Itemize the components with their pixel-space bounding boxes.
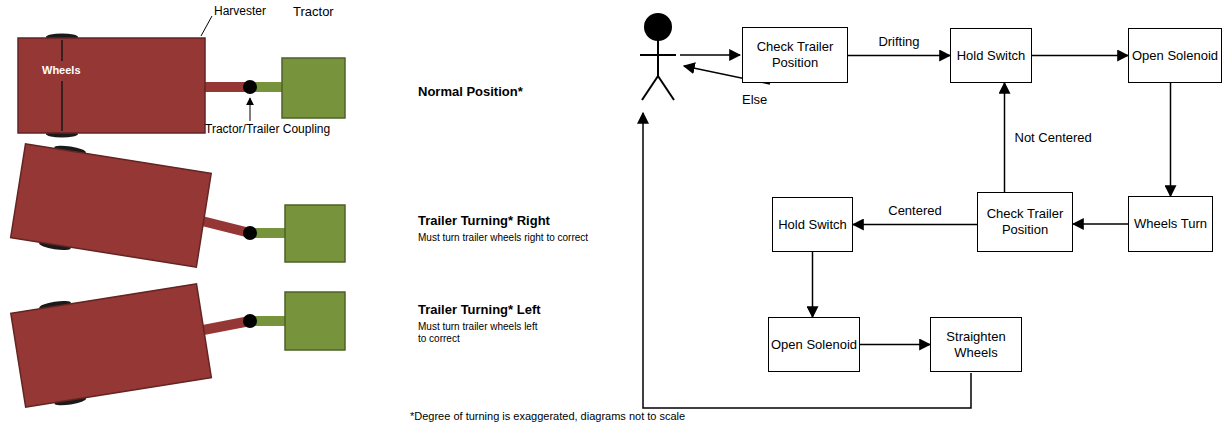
flow-arrow bbox=[860, 344, 930, 346]
actor-head bbox=[645, 14, 671, 40]
process-box: Check Trailer Position bbox=[742, 27, 848, 83]
process-box: Hold Switch bbox=[950, 28, 1032, 83]
box-text: Hold Switch bbox=[957, 48, 1026, 64]
actor-figure bbox=[640, 14, 676, 100]
box-text: Open Solenoid bbox=[771, 337, 857, 353]
harvester-body bbox=[11, 144, 212, 267]
process-box: Check Trailer Position bbox=[977, 192, 1073, 252]
actor-arms bbox=[640, 54, 676, 56]
process-box: Straighten Wheels bbox=[930, 317, 1022, 372]
trailer-tongue bbox=[198, 321, 250, 331]
flow-arrow bbox=[1032, 55, 1128, 57]
box-text: Check Trailer Position bbox=[978, 206, 1072, 237]
coupling-dot bbox=[243, 314, 257, 328]
flow-arrow bbox=[1170, 83, 1172, 196]
process-box: Open Solenoid bbox=[1128, 28, 1222, 83]
process-box: Open Solenoid bbox=[768, 317, 860, 372]
flow-label: Else bbox=[742, 92, 767, 108]
coupling-dot bbox=[243, 226, 257, 240]
flow-arrow bbox=[812, 252, 814, 317]
axle-line bbox=[61, 81, 63, 131]
flow-arrow bbox=[853, 224, 977, 226]
tractor-body bbox=[285, 292, 345, 350]
normal-rig bbox=[18, 16, 345, 138]
axle-line bbox=[61, 40, 63, 61]
position-title: Trailer Turning* Right bbox=[418, 213, 550, 229]
harvester-body bbox=[18, 38, 205, 133]
part-name: Wheels bbox=[42, 64, 81, 77]
leader-line bbox=[201, 16, 212, 36]
tractor-body bbox=[285, 205, 345, 262]
part-name: Tractor/Trailer Coupling bbox=[205, 122, 330, 136]
edge-label: Not Centered bbox=[1013, 130, 1094, 146]
coupling-dot bbox=[243, 80, 257, 94]
return-arrow bbox=[643, 113, 971, 408]
right-turn-rig bbox=[10, 139, 345, 271]
position-title: Trailer Turning* Left bbox=[418, 302, 541, 318]
box-text: Open Solenoid bbox=[1132, 48, 1218, 64]
actor-body bbox=[657, 40, 659, 76]
box-text: Wheels Turn bbox=[1134, 216, 1207, 232]
harvester-body bbox=[11, 284, 212, 407]
left-turn-rig bbox=[10, 279, 345, 411]
box-text: Hold Switch bbox=[778, 217, 847, 233]
position-title: Normal Position* bbox=[418, 84, 523, 100]
part-name: Harvester bbox=[214, 4, 266, 18]
part-name: Tractor bbox=[293, 4, 334, 20]
actor-leg bbox=[658, 76, 674, 100]
actor-leg bbox=[642, 76, 658, 100]
position-note: Must turn trailer wheels left to correct bbox=[418, 321, 548, 345]
edge-label: Centered bbox=[886, 203, 943, 219]
flow-arrow bbox=[1004, 83, 1006, 192]
process-box: Hold Switch bbox=[772, 197, 853, 252]
trailer-tongue bbox=[200, 82, 250, 92]
box-text: Check Trailer Position bbox=[743, 39, 847, 70]
box-text: Straighten Wheels bbox=[931, 329, 1021, 360]
start-arrow bbox=[680, 54, 740, 56]
edge-label: Drifting bbox=[876, 34, 921, 50]
tractor-body bbox=[282, 58, 345, 118]
flow-arrow bbox=[848, 55, 950, 57]
leader-arrow bbox=[250, 98, 251, 121]
position-note: Must turn trailer wheels right to correc… bbox=[418, 232, 658, 244]
flow-arrow bbox=[1073, 223, 1128, 225]
process-box: Wheels Turn bbox=[1128, 196, 1213, 252]
footnote: *Degree of turning is exaggerated, diagr… bbox=[410, 410, 685, 423]
trailer-tongue bbox=[198, 220, 250, 233]
